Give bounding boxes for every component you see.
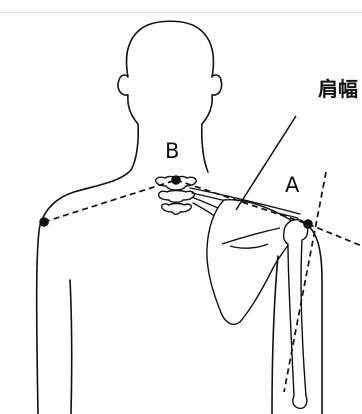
point-a-marker <box>303 219 313 229</box>
body-outline <box>37 21 222 414</box>
extension-dashed <box>308 224 362 246</box>
label-shoulder-width: 肩幅 <box>318 77 358 101</box>
scapula <box>207 200 297 325</box>
measurement-lines <box>44 172 362 392</box>
left-shoulder-dashed <box>44 180 176 222</box>
humerus <box>284 220 308 409</box>
left-shoulder-outline <box>37 124 139 414</box>
point-b-marker <box>171 175 181 185</box>
point-left-shoulder <box>39 217 49 227</box>
label-a: A <box>285 173 300 197</box>
left-arm-inner <box>70 280 72 414</box>
label-b: B <box>165 139 179 163</box>
